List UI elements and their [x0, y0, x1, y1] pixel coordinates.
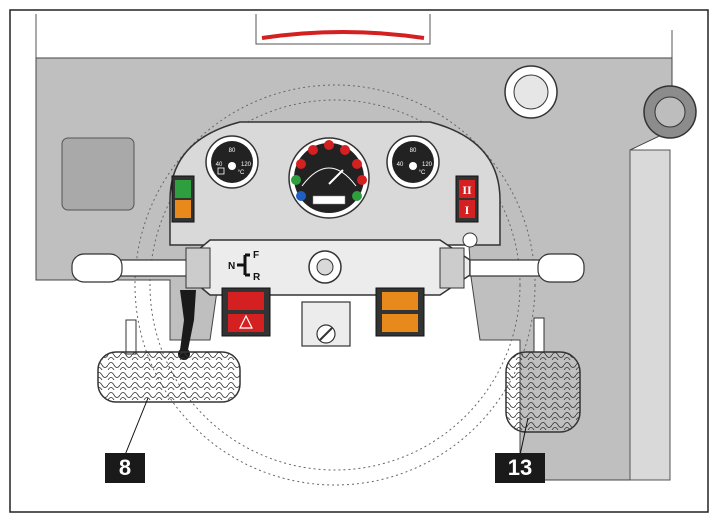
fuel-gauge-unit: °C: [238, 170, 245, 176]
fuel-gauge-hub: [228, 162, 236, 170]
charge-warning-icon: [324, 140, 334, 150]
oil-pressure-warning-icon: [308, 145, 318, 155]
headlight-icon[interactable]: [175, 180, 191, 198]
beacon-icon[interactable]: [382, 314, 418, 332]
ignition-key-icon[interactable]: [463, 233, 477, 247]
range-low-label: I: [465, 203, 470, 217]
work-light-icon[interactable]: [175, 200, 191, 218]
shuttle-forward-label: F: [253, 250, 259, 261]
high-beam-indicator-icon: [296, 191, 306, 201]
left-stalk-boot: [186, 248, 210, 288]
temp-gauge-max: 120: [422, 162, 433, 168]
right-pedal-arm: [534, 318, 544, 352]
clutch-pedal[interactable]: [98, 352, 240, 402]
left-stalk-shaft: [120, 260, 190, 276]
horn-button-inner: [317, 259, 333, 275]
right-stalk-grip[interactable]: [538, 254, 584, 282]
fuel-gauge-min: 40: [216, 162, 223, 168]
right-stalk-boot: [440, 248, 464, 288]
range-high-label: II: [462, 183, 472, 197]
brake-warning-icon: [340, 145, 350, 155]
left-pedal-arm: [126, 320, 136, 354]
glovebox-recess: [62, 138, 134, 210]
differential-lock-icon[interactable]: [382, 292, 418, 310]
turn-right-indicator-icon: [352, 191, 362, 201]
temp-gauge-min: 40: [397, 162, 404, 168]
battery-warning-icon: [296, 159, 306, 169]
fuel-gauge-mid: 80: [229, 148, 236, 154]
hour-meter-display: [313, 196, 345, 204]
fuel-gauge-max: 120: [241, 162, 252, 168]
air-filter-warning-icon: [357, 175, 367, 185]
temp-gauge-unit: °C: [419, 170, 426, 176]
temp-gauge-hub: [409, 162, 417, 170]
temp-gauge-mid: 80: [410, 148, 417, 154]
callout-left-pedal: 8: [105, 453, 145, 483]
right-side-console: [630, 150, 670, 480]
accelerator-pedal[interactable]: [506, 352, 580, 432]
pto-warning-icon: [352, 159, 362, 169]
callout-right-pedal: 13: [495, 453, 545, 483]
parking-brake-icon[interactable]: [228, 292, 264, 310]
socket-cap-inner: [655, 97, 685, 127]
shuttle-neutral-label: N: [228, 261, 235, 272]
right-stalk-shaft: [470, 260, 540, 276]
left-stalk-grip[interactable]: [72, 254, 122, 282]
shuttle-reverse-label: R: [253, 272, 261, 283]
turn-left-indicator-icon: [291, 175, 301, 185]
cigarette-lighter-inner: [514, 75, 548, 109]
